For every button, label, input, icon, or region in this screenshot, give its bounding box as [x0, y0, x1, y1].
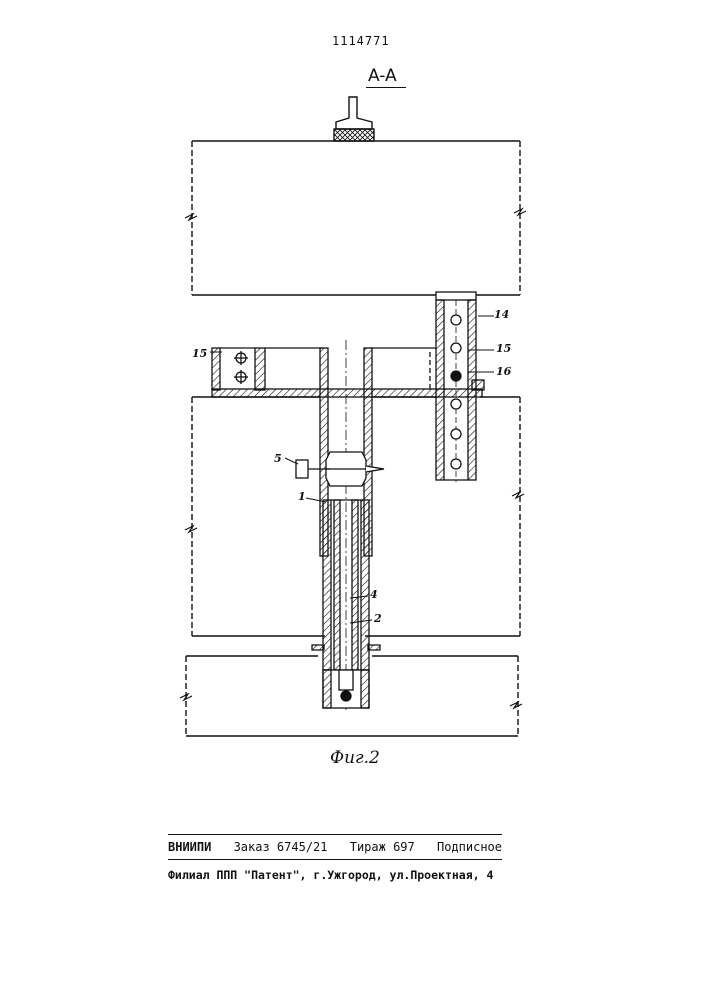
- upper-slab: [185, 141, 526, 295]
- part-label-15-left: 15: [192, 347, 207, 360]
- imprint-line: ВНИИПИ Заказ 6745/21 Тираж 697 Подписное: [168, 840, 502, 854]
- imprint-branch: Филиал ППП "Патент", г.Ужгород, ул.Проек…: [168, 868, 493, 882]
- part-label-5: 5: [274, 452, 282, 465]
- top-handle: [334, 97, 374, 141]
- part-label-14: 14: [494, 308, 509, 321]
- imprint-order: Заказ 6745/21: [234, 840, 328, 854]
- part-label-16: 16: [496, 365, 511, 378]
- imprint-top-rule: [168, 834, 502, 835]
- figure-caption: Фиг.2: [330, 748, 380, 768]
- imprint-subscription: Подписное: [437, 840, 502, 854]
- imprint-middle-rule: [168, 859, 502, 860]
- imprint-org: ВНИИПИ: [168, 840, 211, 854]
- part-label-15-right: 15: [496, 342, 511, 355]
- imprint-circulation: Тираж 697: [350, 840, 415, 854]
- side-column: [436, 292, 476, 482]
- part-label-1: 1: [298, 490, 306, 503]
- part-label-4: 4: [370, 588, 378, 601]
- part-label-2: 2: [374, 612, 382, 625]
